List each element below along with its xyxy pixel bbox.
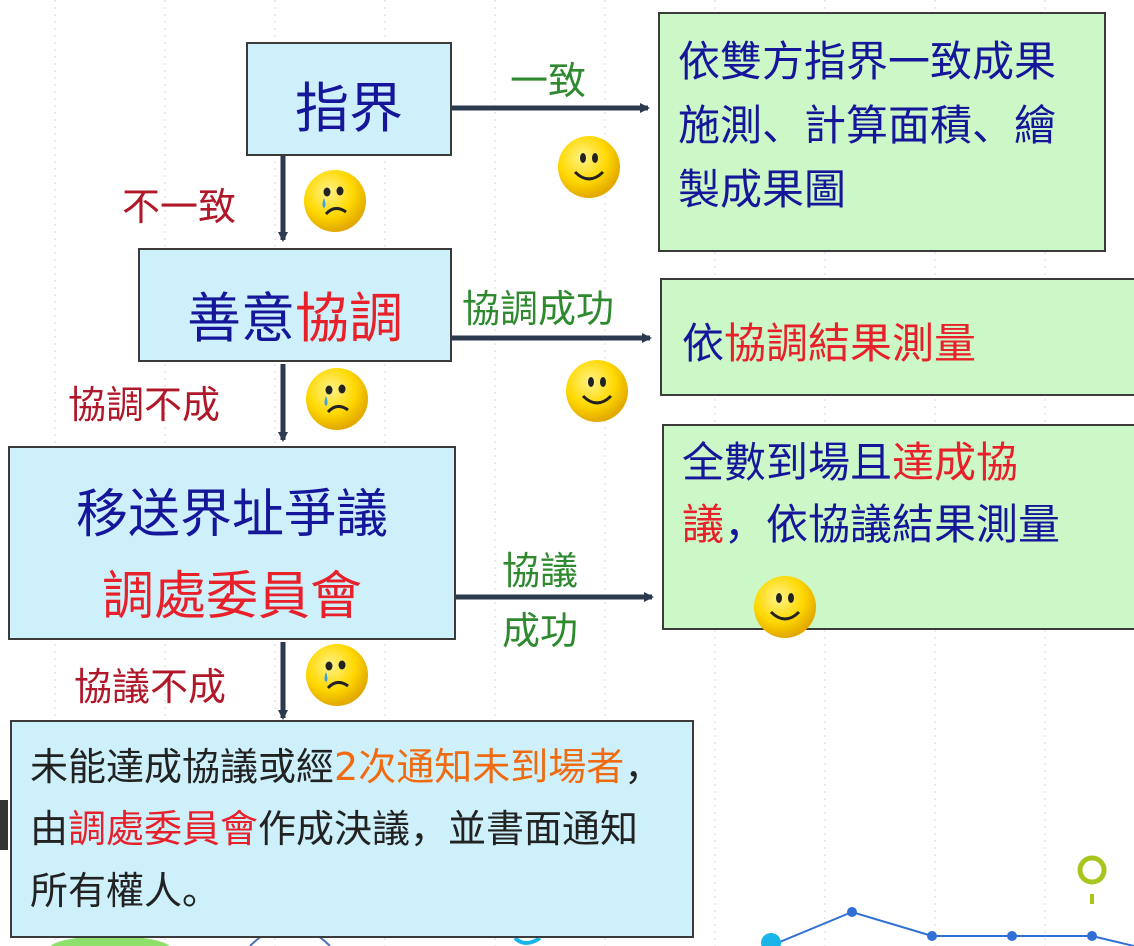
label-agreement-success-line1: 協議 bbox=[502, 549, 579, 593]
final-text-part4: 調處委員會 bbox=[68, 807, 259, 851]
result-agreement-text: 全數到場且達成協議，依協議結果測量 bbox=[682, 432, 1102, 556]
final-text-part1: 未能達成協議或經 bbox=[30, 745, 335, 789]
smiley-face-icon bbox=[754, 576, 816, 638]
decorative-line-chart-points bbox=[847, 907, 1097, 941]
smiley-face-icon bbox=[558, 136, 620, 198]
label-coordination-failed: 協調不成 bbox=[68, 383, 221, 427]
final-decision-box: 未能達成協議或經2次通知未到場者，由調處委員會作成決議，並書面通知所有權人。 bbox=[10, 720, 694, 938]
final-text-part5: 作成決議，並書面通知所有權人。 bbox=[30, 807, 639, 913]
step-coordination-label: 善意協調 bbox=[140, 274, 450, 353]
result-coordination-plain: 依 bbox=[682, 319, 725, 368]
crying-face-icon bbox=[304, 170, 366, 232]
decorative-line-chart bbox=[769, 910, 1134, 946]
step-coordination-box: 善意協調 bbox=[138, 248, 452, 362]
final-text-part3: ，由 bbox=[30, 745, 663, 851]
step-dispute-committee-line1: 移送界址爭議 bbox=[75, 485, 388, 545]
result-agreement-part3: ，依協議結果測量 bbox=[724, 500, 1061, 549]
step-coordination-label-plain: 善意 bbox=[187, 287, 295, 350]
label-coordination-success: 協調成功 bbox=[462, 287, 615, 331]
result-agreement-part2: 達成協議 bbox=[682, 438, 1019, 549]
crying-face-icon bbox=[306, 368, 368, 430]
result-coordination-box: 依協調結果測量 bbox=[660, 278, 1134, 396]
step-boundary-pointing-box: 指界 bbox=[246, 42, 452, 156]
final-decision-text: 未能達成協議或經2次通知未到場者，由調處委員會作成決議，並書面通知所有權人。 bbox=[30, 736, 670, 922]
result-agreement-box: 全數到場且達成協議，依協議結果測量 bbox=[662, 424, 1134, 630]
result-consistent-text: 依雙方指界一致成果施測、計算面積、繪製成果圖 bbox=[678, 37, 1057, 214]
result-agreement-part1: 全數到場且 bbox=[682, 438, 893, 487]
crying-face-icon bbox=[306, 644, 368, 706]
label-inconsistent: 不一致 bbox=[122, 185, 237, 229]
label-agreement-success-line2: 成功 bbox=[502, 609, 579, 653]
step-dispute-committee-line2: 調處委員會 bbox=[101, 567, 362, 627]
step-boundary-pointing-label: 指界 bbox=[295, 77, 403, 140]
result-coordination-highlight: 協調結果測量 bbox=[724, 319, 977, 368]
step-dispute-committee-box: 移送界址爭議 調處委員會 bbox=[8, 446, 456, 640]
result-consistent-box: 依雙方指界一致成果施測、計算面積、繪製成果圖 bbox=[658, 12, 1106, 252]
result-coordination-text: 依協調結果測量 bbox=[682, 310, 976, 371]
label-consistent: 一致 bbox=[510, 59, 587, 103]
step-coordination-label-highlight: 協調 bbox=[295, 287, 403, 350]
label-agreement-failed: 協議不成 bbox=[74, 665, 227, 709]
final-text-part2: 2次通知未到場者 bbox=[334, 745, 625, 789]
smiley-face-icon bbox=[566, 360, 628, 422]
